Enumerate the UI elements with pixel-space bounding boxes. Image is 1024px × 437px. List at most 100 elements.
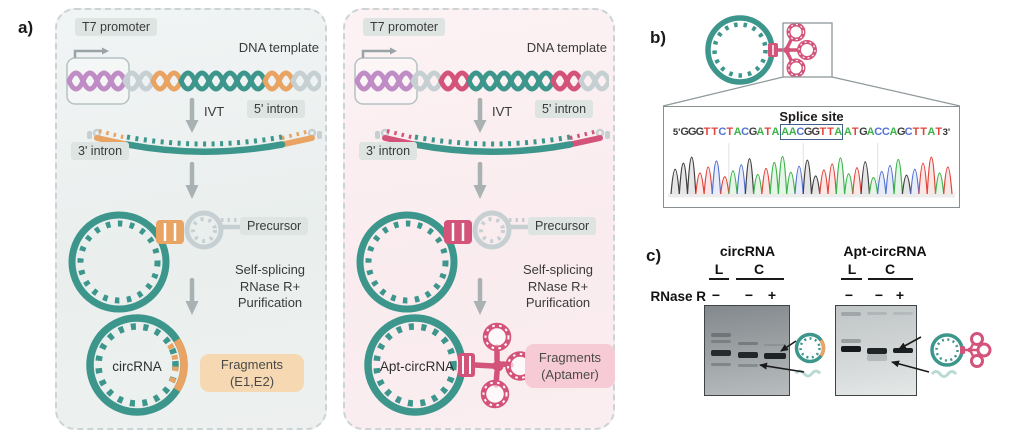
gel-title-apt-circrna: Apt-circRNA: [843, 243, 927, 259]
sequence-base: A: [788, 126, 797, 138]
sequence-base: C: [904, 126, 913, 138]
process-step-text: Self-splicing RNase R+ Purification: [234, 262, 306, 310]
dna-helix-illustration: [354, 47, 609, 105]
intron5-chip: 5' intron: [535, 100, 594, 118]
apt-circrna-label: Apt-circRNA: [379, 359, 455, 374]
ivt-label: IVT: [492, 104, 513, 119]
down-arrow-splice: [473, 278, 487, 315]
sequence-base: T: [912, 126, 920, 138]
zoom-box: [782, 22, 833, 78]
sequence-base: T: [711, 126, 718, 138]
intron3-chip: 3' intron: [359, 142, 418, 160]
sequence-base: A: [834, 126, 843, 138]
lane-rule: [709, 278, 729, 280]
lane-header-l: L: [714, 261, 724, 277]
t7-promoter-chip: T7 promoter: [75, 18, 158, 36]
panel-a-left: T7 promoter DNA template IVT 5' intron 3…: [55, 8, 327, 430]
lane-header-c: C: [884, 261, 896, 277]
lane-rule: [841, 278, 862, 280]
sequence-base: A: [843, 126, 852, 138]
sequence-base: C: [874, 126, 883, 138]
lane-rule: [868, 278, 913, 280]
precursor-illustration: [68, 210, 242, 313]
t7-promoter-chip: T7 promoter: [363, 18, 446, 36]
chromatogram: [668, 143, 955, 198]
transcription-start-arrowhead: [390, 47, 397, 55]
dna-helix-illustration: [66, 47, 321, 105]
sequence-base: G: [859, 126, 868, 138]
precursor-chip: Precursor: [528, 217, 597, 235]
sequence-base: G: [803, 126, 813, 138]
down-arrow-circularize: [185, 162, 199, 199]
panel-a-right: T7 promoter DNA template IVT 5' intron 3…: [343, 8, 615, 430]
apt-circrna-zoom-illustration: [662, 15, 961, 107]
fragments-box-aptamer: Fragments (Aptamer): [525, 344, 615, 388]
sequence-base: G: [680, 126, 689, 138]
zoom-line-left: [662, 76, 784, 107]
circrna-illustration: [86, 314, 188, 416]
sequence-base: T: [827, 126, 834, 138]
lane-header-l: L: [847, 261, 857, 277]
sequence-base: T: [703, 126, 711, 138]
rnase-sign: −: [711, 287, 721, 303]
sequence-base: G: [688, 126, 697, 138]
sequence-base: T: [851, 126, 859, 138]
transcription-start-arrowhead: [102, 47, 109, 55]
gel-title-circrna: circRNA: [719, 243, 776, 259]
sequence-end: 5': [672, 126, 681, 138]
down-arrow-ivt: [473, 98, 487, 133]
sequence-base: T: [726, 126, 734, 138]
splice-site-title: Splice site: [779, 109, 844, 124]
down-arrow-splice: [185, 278, 199, 315]
rnase-sign: −: [874, 287, 884, 303]
sequence-base: A: [771, 126, 780, 138]
circrna-icon: [794, 332, 826, 364]
panel-a-label: a): [18, 18, 34, 37]
apt-circrna-icon: [930, 333, 964, 367]
sequence-base: C: [718, 126, 727, 138]
circrna-label: circRNA: [112, 359, 162, 374]
intron3-chip: 3' intron: [71, 142, 130, 160]
sequence-base: T: [819, 126, 827, 138]
lane-header-c: C: [753, 261, 765, 277]
precursor-illustration: [356, 210, 530, 313]
process-step-text: Self-splicing RNase R+ Purification: [522, 262, 594, 310]
sequence-base: G: [811, 126, 821, 138]
transcription-start-arrow: [361, 49, 390, 58]
sequence-end: 3': [942, 126, 951, 138]
transcription-start-arrow: [73, 49, 102, 58]
linear-rna-icon: [794, 369, 822, 378]
sequence-base: A: [781, 126, 790, 138]
gel-annotations: [759, 332, 992, 378]
sequence-base: G: [748, 126, 758, 138]
gel-image-apt-circrna: [835, 305, 917, 396]
gel-image-circrna: [704, 305, 790, 396]
fragments-box-e1e2: Fragments (E1,E2): [200, 354, 304, 392]
sequence-base: A: [927, 126, 936, 138]
dna-template-label: DNA template: [238, 40, 319, 55]
sequence-base: T: [920, 126, 927, 138]
down-arrow-circularize: [473, 162, 487, 199]
rnase-sign: +: [895, 287, 905, 303]
sequence-base: A: [733, 126, 742, 138]
linear-rna-icon: [930, 370, 958, 378]
linear-rna-illustration: [87, 128, 322, 155]
dna-template-label: DNA template: [526, 40, 607, 55]
rnase-sign: −: [744, 287, 754, 303]
sequence-base: A: [866, 126, 875, 138]
sequence-base: A: [889, 126, 898, 138]
intron5-chip: 5' intron: [247, 100, 306, 118]
sequence-base: A: [756, 126, 765, 138]
lane-rule: [736, 278, 784, 280]
sequence-base: C: [796, 126, 805, 138]
sequence-base: G: [897, 126, 906, 138]
sequence-base: G: [695, 126, 705, 138]
precursor-chip: Precursor: [240, 217, 309, 235]
sequence-base: T: [764, 126, 772, 138]
panel-c-label: c): [646, 246, 662, 265]
panel-b-label: b): [650, 28, 667, 47]
